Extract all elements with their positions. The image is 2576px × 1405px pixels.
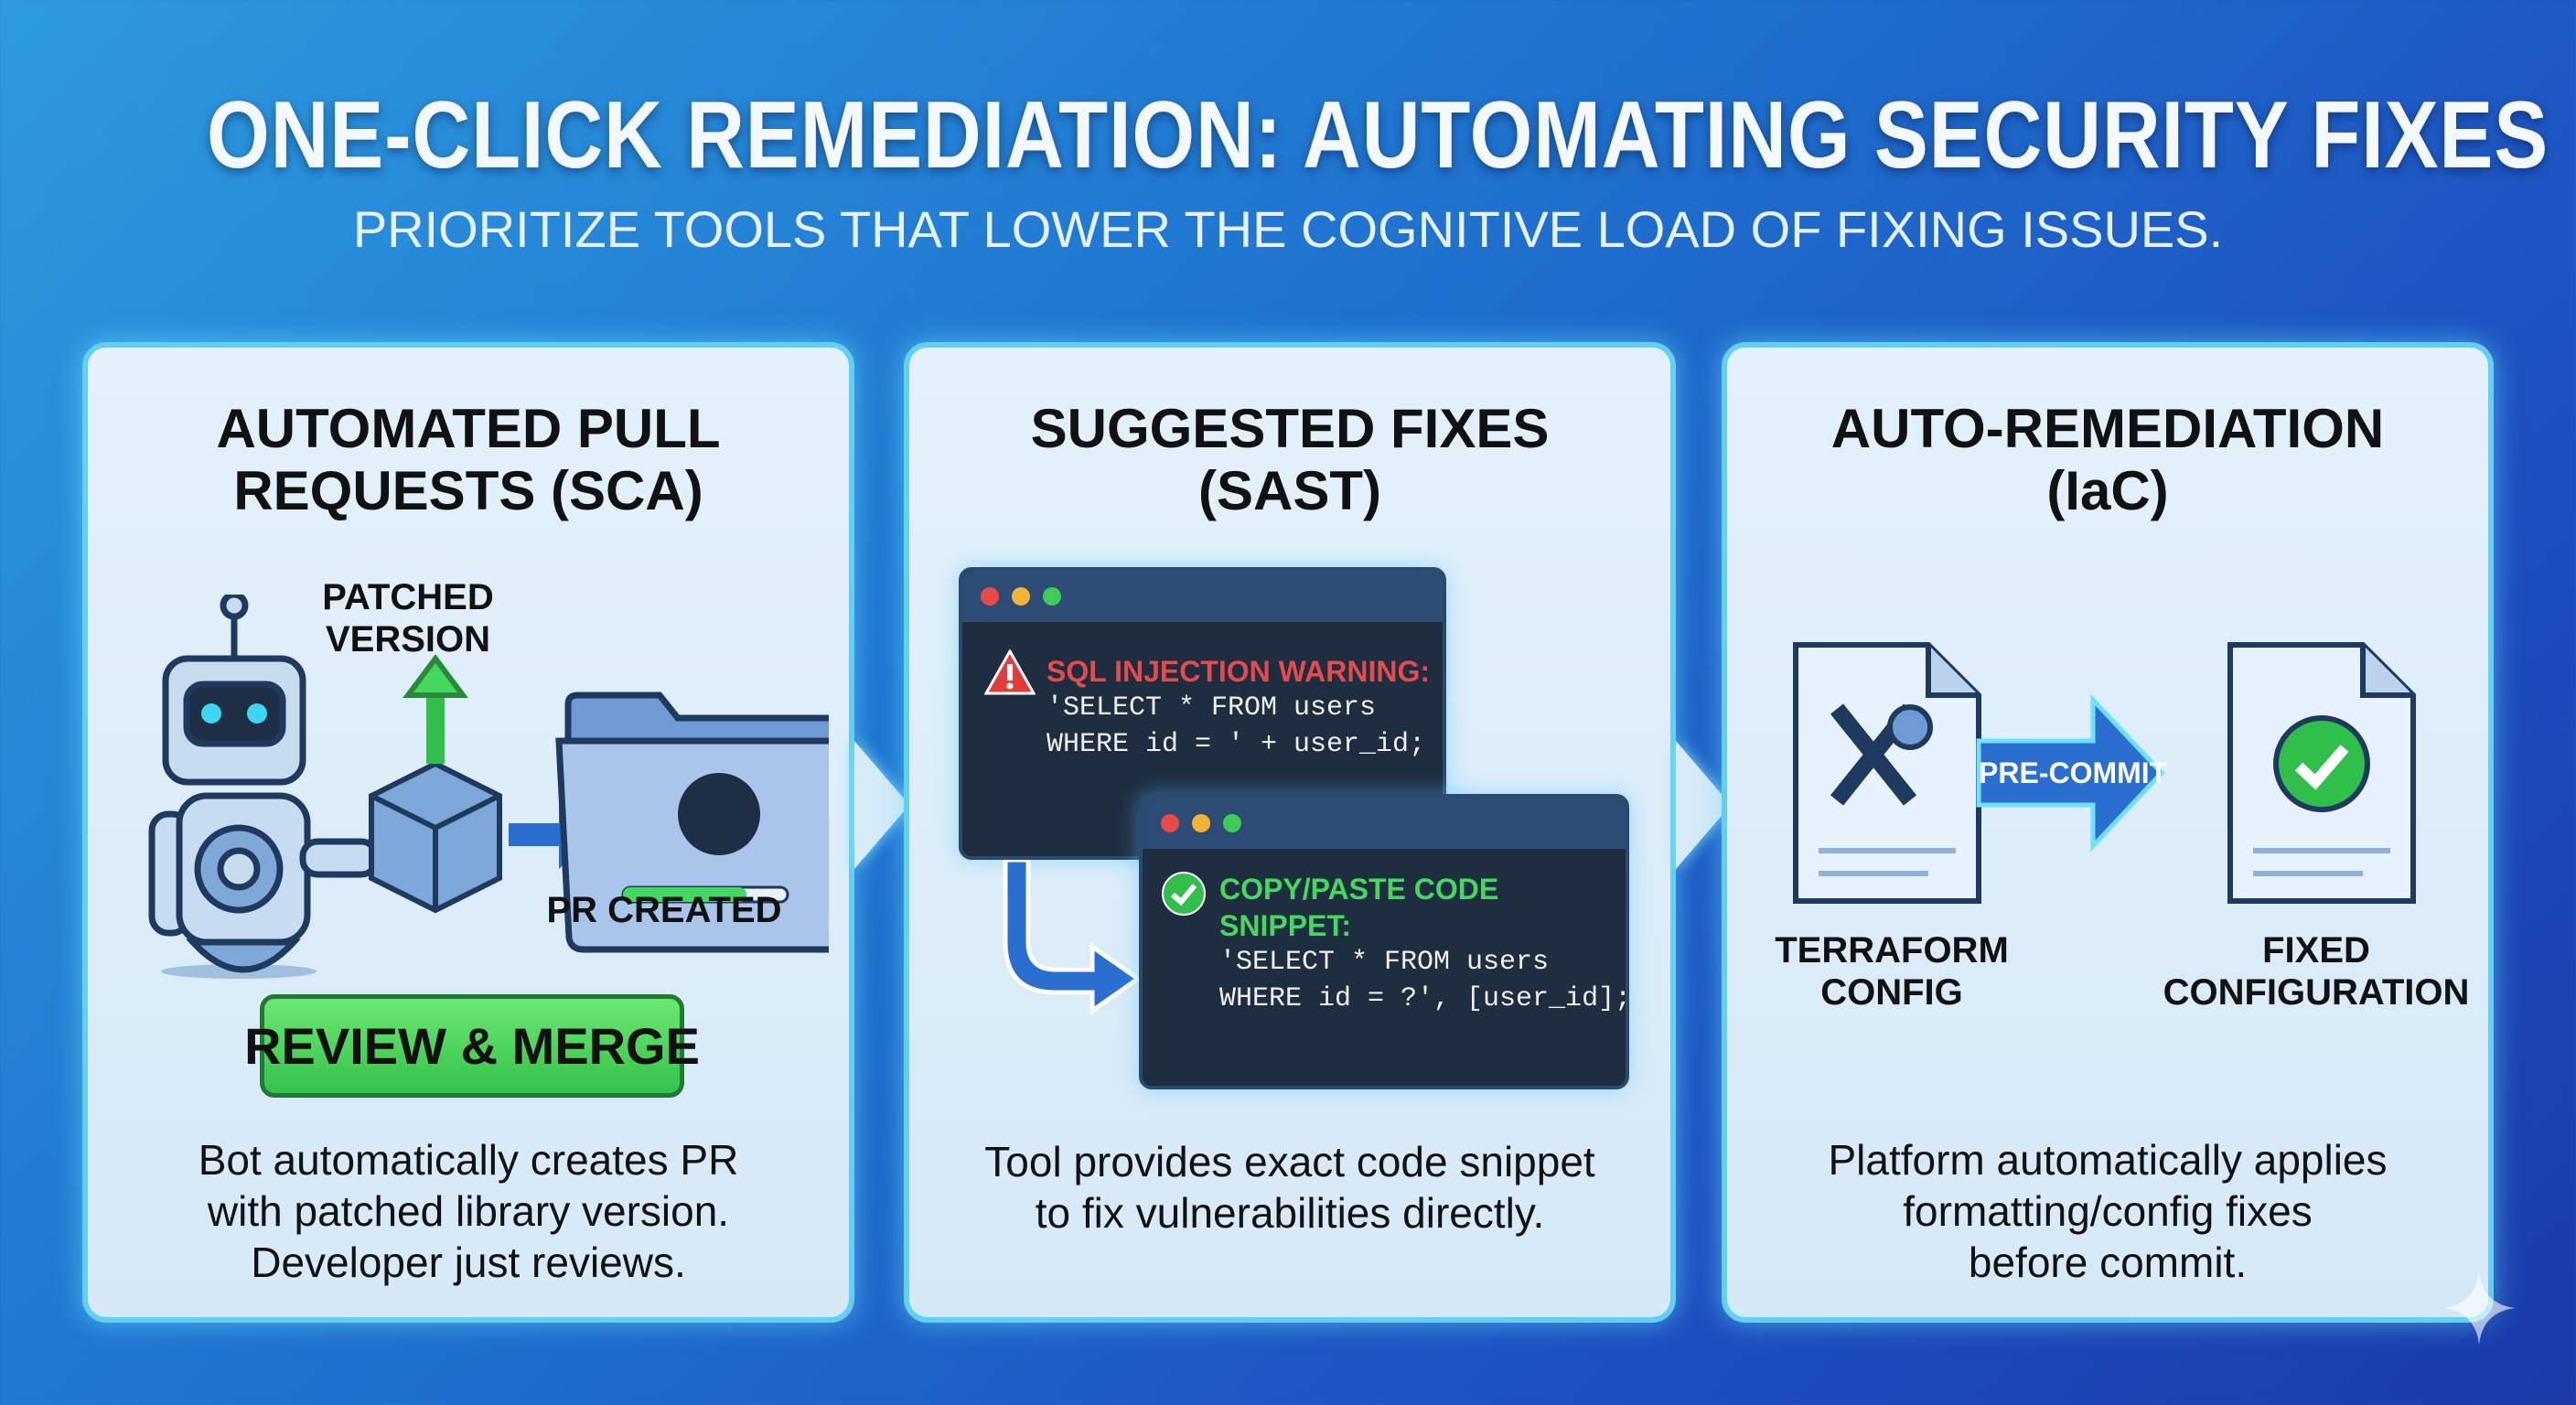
review-merge-button[interactable]: REVIEW & MERGE (244, 994, 700, 1098)
minimize-dot (1012, 587, 1030, 606)
pre-commit-label: PRE-COMMIT (1979, 756, 2168, 789)
close-dot (981, 587, 999, 606)
folder-icon (555, 692, 829, 953)
close-dot (1161, 814, 1179, 832)
minimize-dot (1192, 814, 1210, 832)
page-title-row: ONE-CLICK REMEDIATION: AUTOMATING SECURI… (0, 80, 2576, 190)
sparkle-icon (2442, 1271, 2516, 1345)
robot-icon (148, 595, 380, 979)
code-line: 'SELECT * FROM users (1219, 947, 1550, 978)
desc-line: before commit. (1968, 1239, 2248, 1286)
title-line: REQUESTS (SCA) (233, 460, 703, 521)
config-document-icon (1793, 642, 1981, 904)
label-line: CONFIG (1820, 972, 1963, 1013)
panel-suggested-fixes: SUGGESTED FIXES(SAST) SQL INJECTION WARN… (904, 342, 1676, 1323)
checkmark-icon (2273, 715, 2370, 812)
pr-created-label: PR CREATED (546, 890, 782, 930)
page-subtitle-row: PRIORITIZE TOOLS THAT LOWER THE COGNITIV… (0, 199, 2576, 260)
desc-line: to fix vulnerabilities directly. (1035, 1189, 1545, 1237)
title-line: AUTO-REMEDIATION (1830, 398, 2385, 459)
warning-code: SQL INJECTION WARNING: 'SELECT * FROM use… (1046, 653, 1430, 763)
fix-heading: COPY/PASTE CODE (1219, 873, 1499, 906)
page-subtitle: PRIORITIZE TOOLS THAT LOWER THE COGNITIV… (352, 200, 2224, 258)
title-line: AUTOMATED PULL (216, 398, 721, 459)
panel-title: AUTO-REMEDIATION(IaC) (1727, 398, 2488, 522)
code-line: WHERE id = ' + user_id; (1046, 729, 1426, 760)
warning-icon (984, 649, 1036, 695)
fixed-document-icon (2227, 642, 2416, 904)
window-titlebar (1143, 798, 1626, 849)
warning-heading: SQL INJECTION WARNING: (1046, 655, 1430, 688)
maximize-dot (1223, 814, 1241, 832)
curved-arrow-icon (1003, 860, 1143, 1015)
arrow-right-icon (1976, 693, 2165, 853)
wrench-gear-icon (1830, 703, 1933, 806)
title-line: SUGGESTED FIXES (1030, 398, 1550, 459)
checkmark-icon (1162, 872, 1206, 916)
maximize-dot (1043, 587, 1061, 606)
panel-auto-remediation: AUTO-REMEDIATION(IaC) PRE-COMMIT TERRAFO… (1722, 342, 2494, 1323)
robot-pr-illustration (148, 595, 829, 979)
desc-line: Developer just reviews. (251, 1239, 686, 1286)
desc-line: with patched library version. (207, 1187, 730, 1235)
page-title: ONE-CLICK REMEDIATION: AUTOMATING SECURI… (207, 82, 2549, 188)
fix-heading: SNIPPET: (1219, 909, 1352, 942)
title-line: (IaC) (2046, 460, 2169, 521)
desc-line: Bot automatically creates PR (198, 1136, 739, 1184)
desc-line: Tool provides exact code snippet (984, 1138, 1595, 1185)
code-line: 'SELECT * FROM users (1046, 692, 1377, 724)
label-line: VERSION (325, 619, 491, 660)
label-line: TERRAFORM (1775, 930, 2009, 971)
label-line: CONFIGURATION (2163, 972, 2470, 1013)
code-line: WHERE id = ?', [user_id]; (1219, 983, 1629, 1014)
label-line: FIXED (2262, 930, 2370, 971)
iac-flow-illustration (1793, 642, 2416, 904)
label-line: PATCHED (322, 577, 494, 617)
window-titlebar (962, 571, 1443, 622)
github-icon (678, 773, 760, 855)
package-box-icon (369, 654, 502, 914)
chevron-right-icon (854, 741, 909, 869)
desc-line: Platform automatically applies (1828, 1136, 2388, 1184)
desc-line: formatting/config fixes (1903, 1187, 2313, 1235)
panel-title: SUGGESTED FIXES(SAST) (909, 398, 1670, 522)
progress-bar-fill (623, 887, 746, 902)
title-line: (SAST) (1198, 460, 1381, 521)
